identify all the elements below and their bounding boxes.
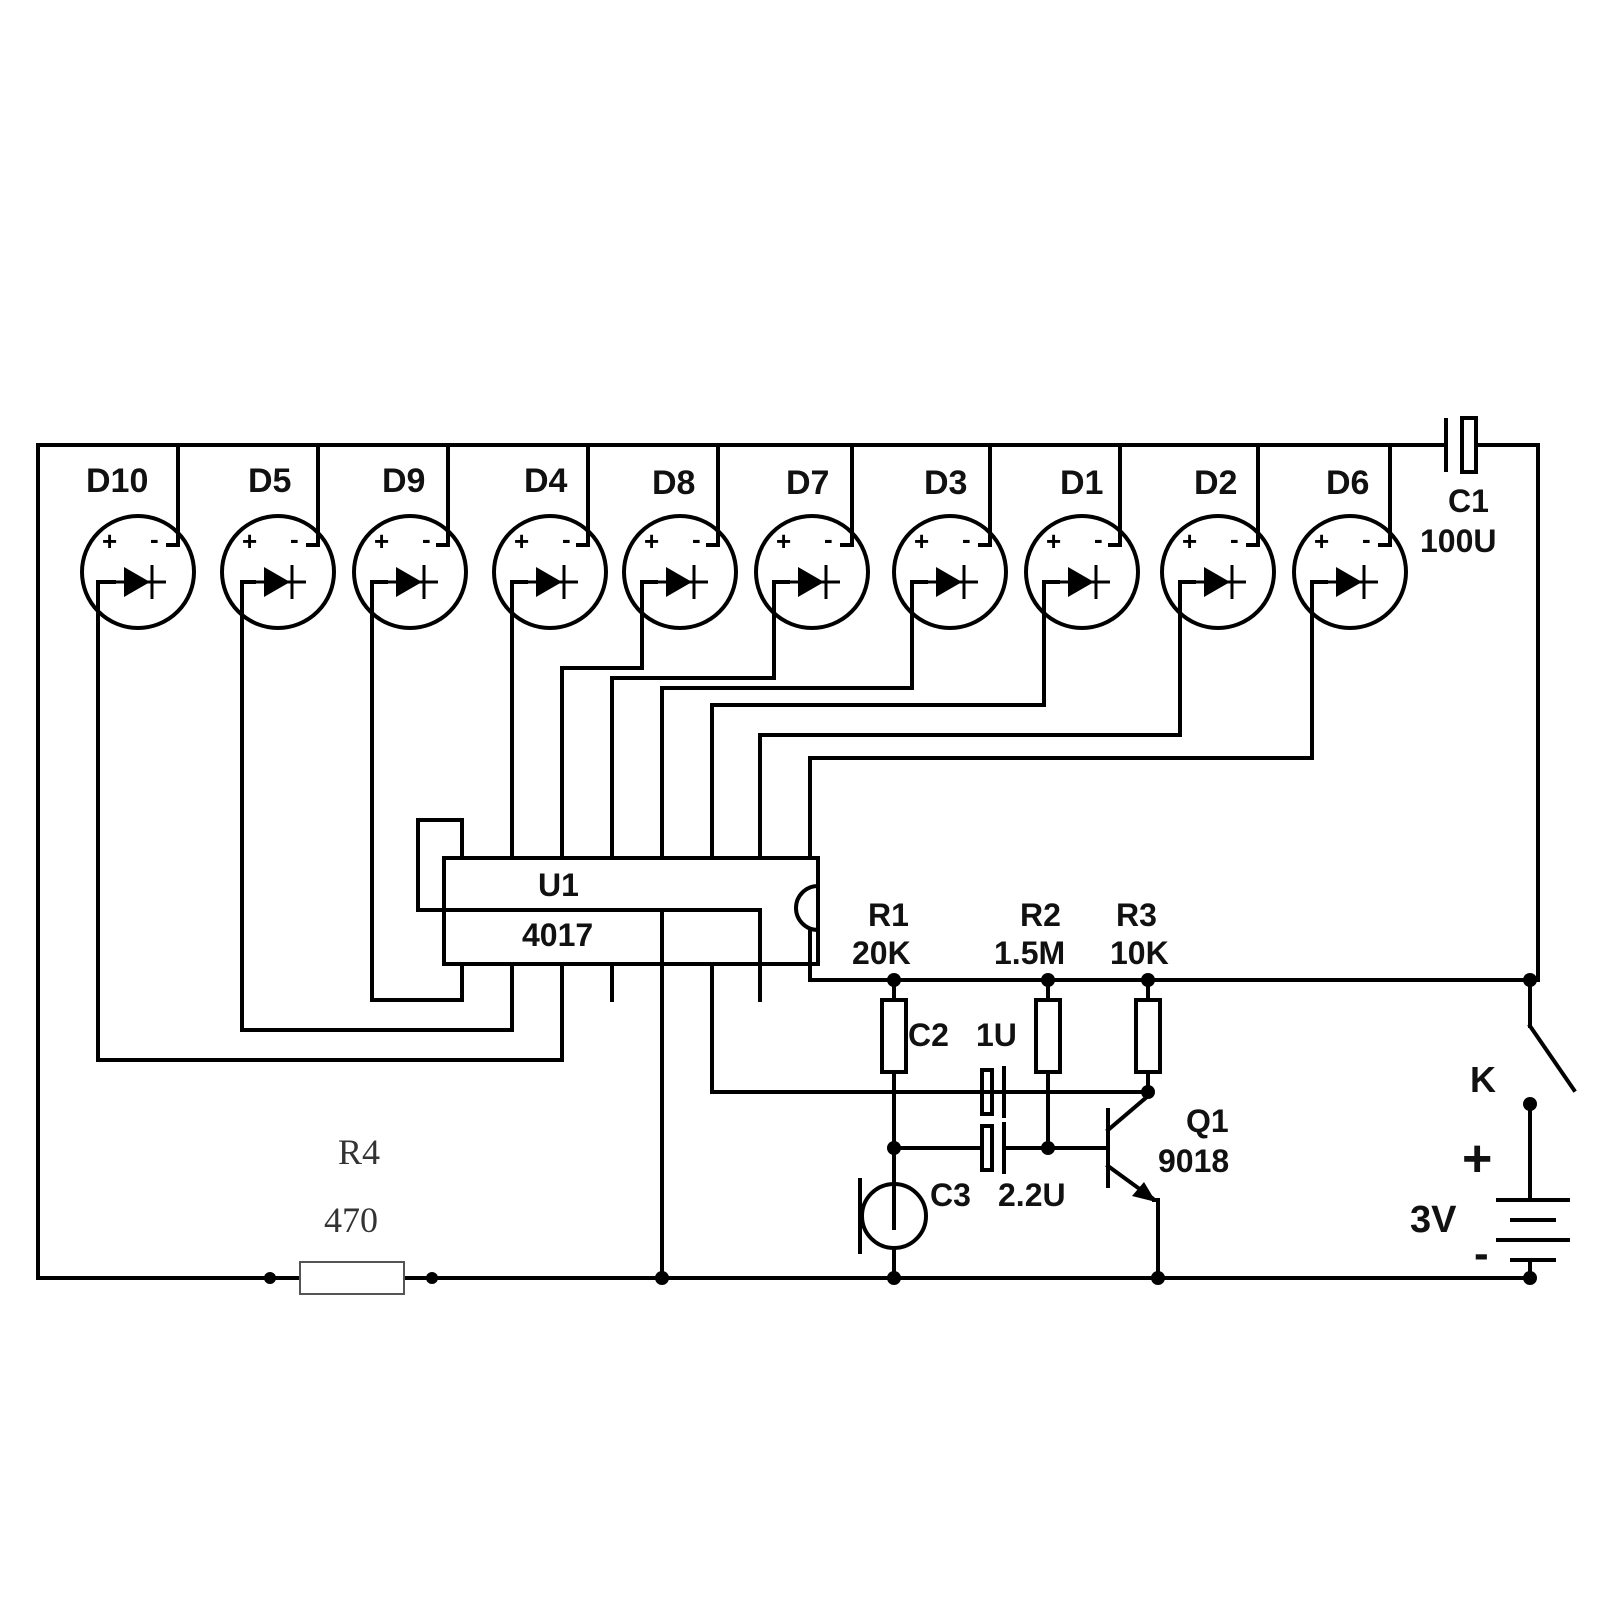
led-d7: + - D7 bbox=[754, 443, 870, 650]
led-d5: + - D5 bbox=[220, 443, 336, 650]
led-d1: + - D1 bbox=[1024, 443, 1140, 650]
r2-ref: R2 bbox=[1020, 897, 1061, 933]
svg-text:-: - bbox=[824, 524, 833, 554]
resistor-r3: R3 10K bbox=[1110, 897, 1169, 1094]
svg-text:-: - bbox=[150, 524, 159, 554]
r3-ref: R3 bbox=[1116, 897, 1157, 933]
led-d3-label: D3 bbox=[924, 464, 967, 502]
u1-ref: U1 bbox=[538, 867, 579, 903]
svg-text:+: + bbox=[914, 526, 929, 556]
anode-routing-wires bbox=[96, 646, 1314, 1062]
led-d7-label: D7 bbox=[786, 464, 829, 502]
r4-value: 470 bbox=[324, 1200, 378, 1240]
c1-value: 100U bbox=[1420, 523, 1497, 559]
led-d2: + - D2 bbox=[1160, 443, 1276, 650]
r2-value: 1.5M bbox=[994, 935, 1065, 971]
svg-text:-: - bbox=[692, 524, 701, 554]
svg-text:-: - bbox=[962, 524, 971, 554]
led-d3: + - D3 bbox=[892, 443, 1008, 650]
capacitor-c1: C1 100U bbox=[1420, 416, 1497, 559]
svg-text:-: - bbox=[1362, 524, 1371, 554]
battery-3v: + 3V - bbox=[1410, 1130, 1570, 1280]
frame-wires bbox=[36, 443, 1540, 1280]
led-array: + - D10 + - D5 + - D9 bbox=[80, 443, 1408, 650]
battery-label: 3V bbox=[1410, 1199, 1457, 1241]
svg-text:+: + bbox=[102, 526, 117, 556]
c3-ref: C3 bbox=[930, 1177, 971, 1213]
svg-text:-: - bbox=[1094, 524, 1103, 554]
led-d10-label: D10 bbox=[86, 462, 148, 500]
junction-dots bbox=[264, 973, 1537, 1285]
svg-text:-: - bbox=[562, 524, 571, 554]
led-d4: + - D4 bbox=[492, 443, 608, 650]
r3-value: 10K bbox=[1110, 935, 1169, 971]
svg-text:+: + bbox=[374, 526, 389, 556]
svg-text:-: - bbox=[422, 524, 431, 554]
led-d6-label: D6 bbox=[1326, 464, 1369, 502]
led-d9-label: D9 bbox=[382, 462, 425, 500]
svg-text:+: + bbox=[242, 526, 257, 556]
svg-text:+: + bbox=[1314, 526, 1329, 556]
led-d8: + - D8 bbox=[622, 443, 738, 650]
svg-text:-: - bbox=[290, 524, 299, 554]
led-d2-label: D2 bbox=[1194, 464, 1237, 502]
r1-value: 20K bbox=[852, 935, 911, 971]
r4-ref: R4 bbox=[338, 1132, 380, 1172]
led-d8-label: D8 bbox=[652, 464, 695, 502]
svg-text:+: + bbox=[776, 526, 791, 556]
led-d5-label: D5 bbox=[248, 462, 291, 500]
u1-value: 4017 bbox=[522, 917, 593, 953]
q1-value: 9018 bbox=[1158, 1143, 1229, 1179]
led-d1-label: D1 bbox=[1060, 464, 1103, 502]
led-d10: + - D10 bbox=[80, 443, 196, 650]
capacitor-c2: C2 1U bbox=[908, 1017, 1017, 1118]
svg-text:+: + bbox=[1046, 526, 1061, 556]
resistor-r2: R2 1.5M bbox=[994, 897, 1065, 1150]
capacitor-c3: C3 2.2U bbox=[892, 1122, 1110, 1213]
q1-ref: Q1 bbox=[1186, 1103, 1229, 1139]
c3-value: 2.2U bbox=[998, 1177, 1066, 1213]
svg-text:-: - bbox=[1230, 524, 1239, 554]
svg-text:+: + bbox=[514, 526, 529, 556]
r1-ref: R1 bbox=[868, 897, 909, 933]
svg-text:+: + bbox=[644, 526, 659, 556]
switch-k-label: K bbox=[1470, 1059, 1496, 1100]
led-d6: + - D6 bbox=[1292, 443, 1408, 650]
battery-minus: - bbox=[1474, 1229, 1489, 1278]
led-d9: + - D9 bbox=[352, 443, 468, 650]
c1-ref: C1 bbox=[1448, 483, 1489, 519]
resistor-r4: R4 470 bbox=[299, 1132, 405, 1295]
transistor-q1: Q1 9018 bbox=[1105, 1093, 1229, 1280]
c2-ref: C2 bbox=[908, 1017, 949, 1053]
svg-text:+: + bbox=[1182, 526, 1197, 556]
battery-plus: + bbox=[1462, 1130, 1492, 1188]
c2-value: 1U bbox=[976, 1017, 1017, 1053]
led-d4-label: D4 bbox=[524, 462, 568, 500]
